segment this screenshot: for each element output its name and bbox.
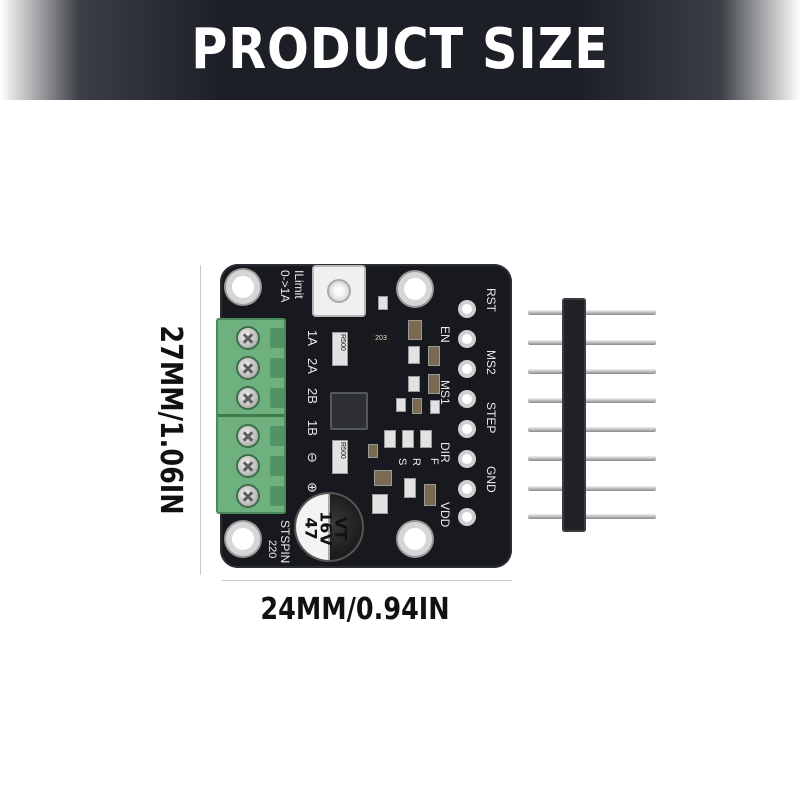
terminal-side-1	[270, 328, 284, 348]
pin-label-ms2: MS2	[484, 350, 498, 375]
smd-part-6	[428, 374, 440, 394]
pin-label-gnd: GND	[484, 466, 498, 493]
height-dimension-line	[200, 265, 201, 575]
mounting-hole-bottom-right	[398, 522, 432, 556]
pin-label-step: STEP	[484, 402, 498, 434]
pin-header-body	[562, 298, 586, 532]
smd-part-9	[430, 400, 440, 414]
terminal-side-2	[270, 358, 284, 378]
pin-hole-vdd	[458, 508, 476, 526]
screw-4	[236, 424, 260, 448]
pin-label-dir: DIR	[438, 442, 452, 463]
pin-label-vdd: VDD	[438, 502, 452, 528]
terminal-side-5	[270, 456, 284, 476]
terminal-side-3	[270, 388, 284, 408]
smd-part-12	[420, 430, 432, 448]
terminal-divider	[218, 414, 284, 417]
smd-part-13	[368, 444, 378, 458]
mounting-hole-top-right	[398, 272, 432, 306]
smd-part-4	[428, 346, 440, 366]
pin-hole-ms1	[458, 390, 476, 408]
pin-label-en: EN	[438, 326, 452, 343]
driver-ic-chip	[330, 392, 368, 430]
smd-part-3	[408, 346, 420, 364]
mounting-hole-top-left	[226, 270, 260, 304]
screw-terminal-block	[216, 318, 286, 514]
screw-6	[236, 484, 260, 508]
ilimit-label: ILimit	[292, 270, 306, 299]
motor-label-plus: ⊕	[305, 482, 320, 493]
pin-hole-dir	[458, 450, 476, 468]
motor-label-1b: 1B	[305, 420, 320, 436]
motor-label-1a: 1A	[305, 330, 320, 346]
header-pin-6	[528, 456, 656, 461]
label-s: S	[396, 458, 408, 466]
label-r: R	[410, 458, 422, 466]
smd-part-17	[372, 494, 388, 514]
pin-hole-en	[458, 330, 476, 348]
smd-part-1	[378, 296, 388, 310]
resistor-top-label: R500	[339, 334, 346, 351]
smd-part-2	[408, 320, 422, 340]
screw-2	[236, 356, 260, 380]
electrolytic-capacitor	[294, 492, 364, 562]
height-dimension-label: 27MM/1.06IN	[153, 325, 188, 515]
header-pin-4	[528, 398, 656, 403]
banner-title: PRODUCT SIZE	[191, 17, 609, 82]
terminal-side-4	[270, 426, 284, 446]
mounting-hole-bottom-left	[226, 522, 260, 556]
smd-part-8	[412, 398, 422, 414]
header-pin-2	[528, 340, 656, 345]
ilimit-range-label: 0->1A	[278, 270, 292, 303]
resistor-bottom	[332, 440, 348, 474]
title-banner: PRODUCT SIZE	[0, 0, 800, 100]
smd-part-14	[374, 470, 392, 486]
terminal-side-6	[270, 486, 284, 506]
pin-label-rst: RST	[484, 288, 498, 312]
header-pin-5	[528, 427, 656, 432]
screw-3	[236, 386, 260, 410]
header-pin-3	[528, 369, 656, 374]
motor-label-minus: ⊖	[305, 452, 320, 463]
smd-part-7	[396, 398, 406, 412]
screw-5	[236, 454, 260, 478]
pin-hole-ms2	[458, 360, 476, 378]
header-pin-1	[528, 310, 656, 315]
screw-1	[236, 326, 260, 350]
resistor-bottom-label: R500	[339, 442, 346, 459]
motor-label-2b: 2B	[305, 388, 320, 404]
brand-code-label: 220	[266, 540, 278, 559]
header-pin-7	[528, 486, 656, 491]
potentiometer-knob[interactable]	[327, 279, 351, 303]
pot-code-label: 203	[370, 334, 392, 344]
smd-part-5	[408, 376, 420, 392]
motor-label-2a: 2A	[305, 358, 320, 374]
smd-part-10	[384, 430, 396, 448]
pin-hole-step	[458, 420, 476, 438]
capacitor-text: VT 16V 47	[302, 509, 351, 549]
pin-hole-gnd	[458, 480, 476, 498]
width-dimension-label: 24MM/0.94IN	[260, 592, 450, 627]
smd-part-15	[404, 478, 416, 498]
width-dimension-line	[222, 580, 512, 581]
brand-label: STSPIN	[278, 520, 292, 564]
pin-hole-rst	[458, 300, 476, 318]
resistor-top	[332, 332, 348, 366]
current-limit-potentiometer[interactable]	[312, 265, 366, 317]
capacitor-voltage: 16V	[316, 511, 336, 546]
smd-part-11	[402, 430, 414, 448]
capacitor-series: VT	[331, 516, 351, 541]
smd-part-16	[424, 484, 436, 506]
pin-label-ms1: MS1	[438, 380, 452, 405]
header-pin-8	[528, 514, 656, 519]
capacitor-band	[296, 494, 330, 560]
